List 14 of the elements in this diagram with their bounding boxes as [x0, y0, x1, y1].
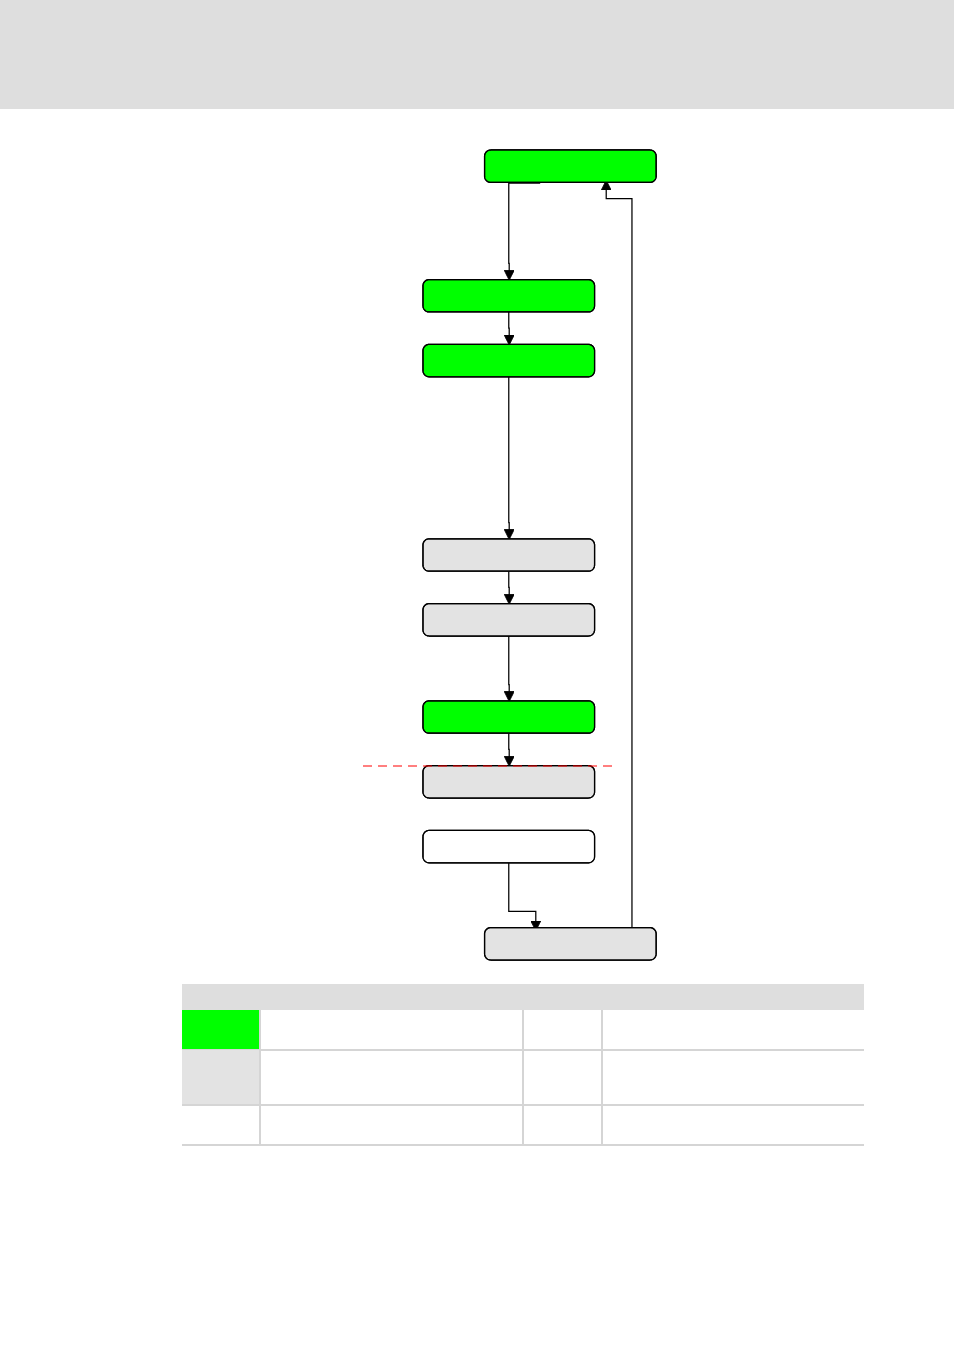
process-box — [422, 829, 596, 864]
process-box — [422, 700, 596, 734]
arrow — [504, 636, 516, 702]
process-box — [422, 343, 596, 378]
process-box — [484, 149, 658, 183]
process-box — [422, 538, 596, 572]
arrow — [504, 312, 516, 346]
process-box — [422, 765, 596, 799]
arrow — [504, 733, 516, 767]
process-box — [422, 278, 596, 313]
arrow — [504, 376, 516, 540]
arrow — [504, 571, 516, 605]
process-box — [484, 927, 658, 961]
process-box — [422, 602, 596, 637]
